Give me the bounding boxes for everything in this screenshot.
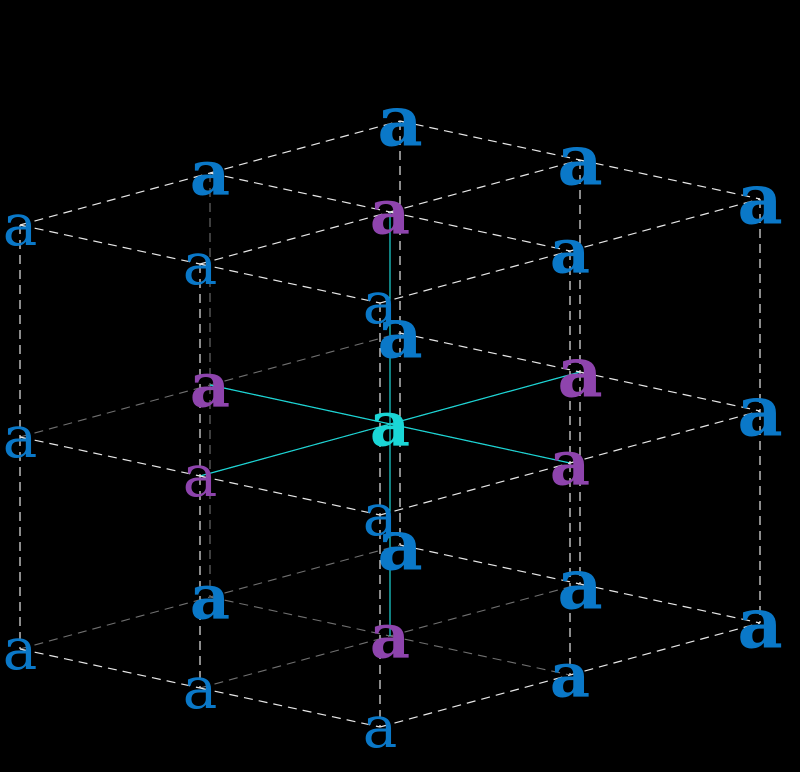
front-edge <box>579 159 761 200</box>
back-edge <box>209 544 401 598</box>
lattice-node: a <box>190 561 230 634</box>
front-edge <box>209 120 401 174</box>
back-edge <box>389 635 571 676</box>
lattice-node: a <box>737 158 782 241</box>
front-edge <box>19 648 201 689</box>
back-edge <box>19 596 211 650</box>
back-edge <box>389 583 581 637</box>
lattice-node: a <box>377 504 422 587</box>
front-edge <box>199 263 381 304</box>
front-edge <box>579 371 761 412</box>
face-center-node: a <box>557 331 602 414</box>
lattice-node: a <box>377 292 422 375</box>
front-edge <box>379 674 571 728</box>
front-edge <box>569 410 761 464</box>
face-center-node: a <box>550 427 590 500</box>
front-edge <box>389 159 581 213</box>
front-edge <box>399 332 581 373</box>
lattice-node: a <box>377 80 422 163</box>
back-edge <box>209 596 391 637</box>
front-edge <box>569 622 761 676</box>
front-edge <box>199 687 381 728</box>
lattice-node: a <box>550 639 590 712</box>
lattice-node: a <box>363 481 398 549</box>
back-edges <box>19 173 581 689</box>
front-edge <box>569 198 761 252</box>
back-edge <box>209 332 401 386</box>
back-edge <box>199 635 391 689</box>
front-edge <box>209 172 391 213</box>
lattice-node: a <box>190 137 230 210</box>
front-edge <box>19 172 211 226</box>
lattice-node: a <box>737 582 782 665</box>
axis-lines <box>199 212 581 636</box>
lattice-node: a <box>3 403 38 471</box>
center-node: a <box>370 388 410 461</box>
front-edge <box>379 250 571 304</box>
front-edges <box>19 120 761 728</box>
front-edge <box>19 224 201 265</box>
face-center-node: a <box>370 600 410 673</box>
lattice-node: a <box>363 693 398 761</box>
back-edge <box>19 384 211 438</box>
front-edge <box>19 436 201 477</box>
lattice-node: a <box>550 215 590 288</box>
lattice-node: a <box>183 654 218 722</box>
lattice-node: a <box>3 191 38 259</box>
front-edge <box>399 544 581 585</box>
front-edge <box>399 120 581 161</box>
lattice-node: a <box>183 230 218 298</box>
front-edge <box>379 462 571 516</box>
lattice-node: a <box>557 119 602 202</box>
front-edge <box>199 211 391 265</box>
lattice-node: a <box>3 615 38 683</box>
lattice-node: a <box>363 269 398 337</box>
face-center-node: a <box>370 176 410 249</box>
lattice-node: a <box>557 543 602 626</box>
front-edge <box>579 583 761 624</box>
front-edge <box>389 211 571 252</box>
front-edge <box>199 475 381 516</box>
lattice-node: a <box>737 370 782 453</box>
face-center-node: a <box>183 442 218 510</box>
face-center-node: a <box>190 349 230 422</box>
